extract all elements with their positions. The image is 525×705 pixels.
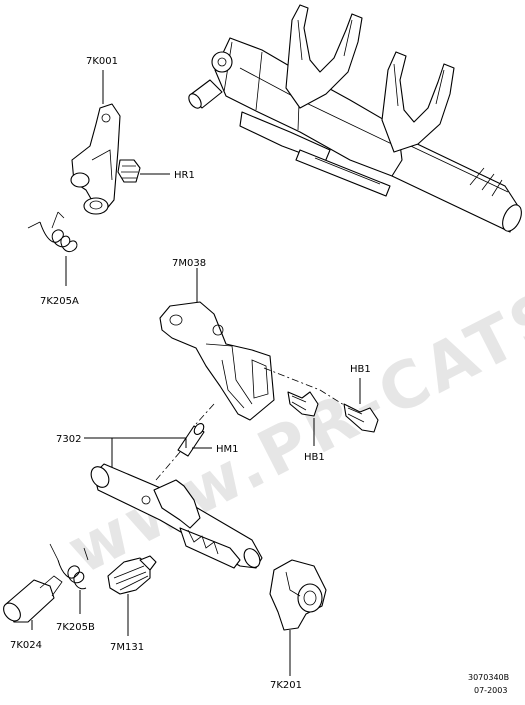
label-hr1: HR1: [174, 170, 195, 181]
part-hm1-pin: [177, 423, 205, 457]
label-7k024: 7K024: [10, 640, 42, 651]
label-hb1-bottom: HB1: [304, 452, 325, 463]
drawing-code: 3070340B: [468, 673, 509, 682]
label-7k001: 7K001: [86, 56, 118, 67]
label-7302: 7302: [56, 434, 81, 445]
part-7m038-bracket: [159, 301, 275, 421]
part-hb1-bolt-a: [287, 391, 319, 417]
part-hb1-bolt-b: [343, 403, 379, 433]
label-7k205b: 7K205B: [56, 622, 95, 633]
part-7k201-block: [269, 559, 327, 631]
shift-rail-assembly: [188, 4, 522, 233]
assembly-line-rail: [155, 451, 181, 481]
label-7k201: 7K201: [270, 680, 302, 691]
part-7k024-pin: [3, 575, 63, 623]
part-hr1-fitting: [117, 159, 141, 183]
drawing-date: 07-2003: [474, 686, 507, 695]
label-7m131: 7M131: [110, 642, 144, 653]
assembly-line-bolts: [263, 367, 353, 411]
part-7k001-bracket: [70, 103, 121, 215]
label-7k205a: 7K205A: [40, 296, 79, 307]
label-7m038: 7M038: [172, 258, 206, 269]
part-7k205a-spring: [27, 211, 78, 252]
part-7k205b-spring: [49, 543, 89, 590]
leader-7302: [84, 437, 187, 470]
assembly-line-pin: [195, 403, 215, 425]
label-hm1: HM1: [216, 444, 239, 455]
label-hb1-top: HB1: [350, 364, 371, 375]
part-7m131-plunger: [107, 555, 157, 595]
part-7302-selector-shaft: [90, 463, 263, 569]
